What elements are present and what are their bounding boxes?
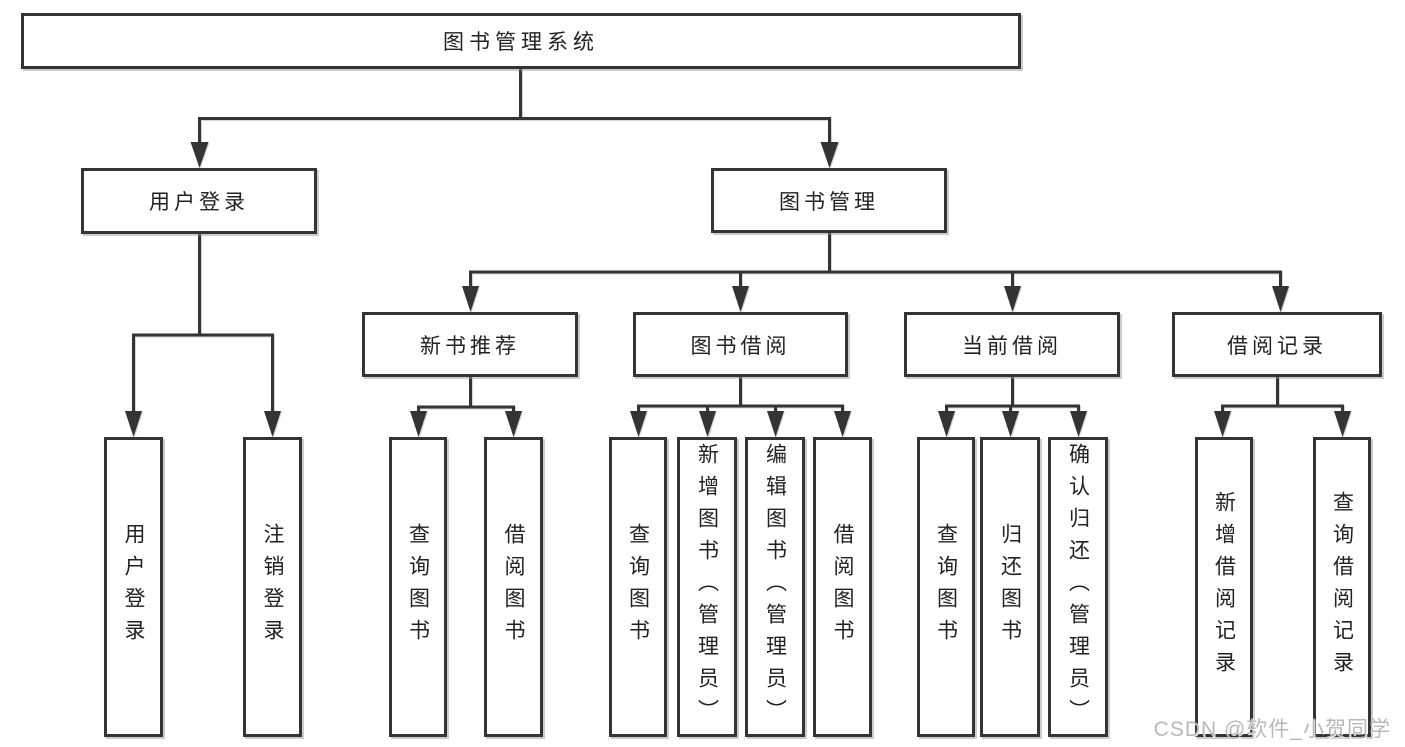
node-leaf-user-login-label: 用户登录 — [122, 523, 145, 651]
node-leaf-current-query-books-label: 查询图书 — [934, 523, 958, 651]
node-root-system-label: 图书管理系统 — [443, 31, 599, 54]
node-leaf-current-return-books: 归还图书 — [980, 437, 1040, 737]
node-leaf-recommend-borrow-books: 借阅图书 — [484, 437, 543, 737]
node-user-login: 用户登录 — [81, 168, 317, 234]
node-new-book-recommend: 新书推荐 — [362, 312, 578, 377]
node-leaf-logout: 注销登录 — [243, 437, 302, 737]
node-leaf-recommend-query-books: 查询图书 — [389, 437, 447, 737]
node-leaf-user-login: 用户登录 — [104, 437, 163, 737]
node-book-borrow-label: 图书借阅 — [690, 334, 791, 358]
node-borrow-records-label: 借阅记录 — [1227, 334, 1327, 358]
node-leaf-current-confirm-return-admin-label: 确认归还（管理员） — [1066, 443, 1090, 731]
node-leaf-records-add-record-label: 新增借阅记录 — [1212, 491, 1236, 683]
node-leaf-records-query-record-label: 查询借阅记录 — [1330, 491, 1354, 683]
node-leaf-borrow-add-books-admin-label: 新增图书（管理员） — [695, 443, 719, 731]
node-leaf-current-return-books-label: 归还图书 — [998, 523, 1022, 651]
node-book-management: 图书管理 — [711, 168, 947, 233]
node-book-borrow: 图书借阅 — [633, 312, 848, 377]
node-leaf-records-add-record: 新增借阅记录 — [1195, 437, 1253, 737]
node-new-book-recommend-label: 新书推荐 — [420, 334, 520, 358]
node-leaf-current-query-books: 查询图书 — [917, 437, 975, 737]
node-book-management-label: 图书管理 — [779, 190, 879, 214]
node-leaf-recommend-query-books-label: 查询图书 — [406, 523, 430, 651]
node-leaf-recommend-borrow-books-label: 借阅图书 — [502, 523, 525, 651]
node-leaf-current-confirm-return-admin: 确认归还（管理员） — [1048, 437, 1108, 737]
node-leaf-borrow-borrow-books-label: 借阅图书 — [831, 523, 854, 651]
node-leaf-borrow-add-books-admin: 新增图书（管理员） — [677, 437, 737, 737]
node-user-login-label: 用户登录 — [149, 191, 249, 214]
csdn-watermark: CSDN @软件_小贺同学 — [1153, 718, 1391, 741]
node-borrow-records: 借阅记录 — [1172, 312, 1382, 377]
node-current-borrow-label: 当前借阅 — [962, 334, 1062, 358]
node-leaf-borrow-borrow-books: 借阅图书 — [813, 437, 872, 737]
node-leaf-logout-label: 注销登录 — [261, 523, 284, 651]
node-leaf-borrow-query-books-label: 查询图书 — [626, 523, 650, 651]
node-leaf-borrow-edit-books-admin-label: 编辑图书（管理员） — [763, 443, 787, 731]
node-leaf-records-query-record: 查询借阅记录 — [1313, 437, 1371, 737]
node-root-system: 图书管理系统 — [21, 13, 1021, 69]
node-leaf-borrow-query-books: 查询图书 — [609, 437, 667, 737]
node-leaf-borrow-edit-books-admin: 编辑图书（管理员） — [745, 437, 805, 737]
node-current-borrow: 当前借阅 — [904, 312, 1120, 377]
